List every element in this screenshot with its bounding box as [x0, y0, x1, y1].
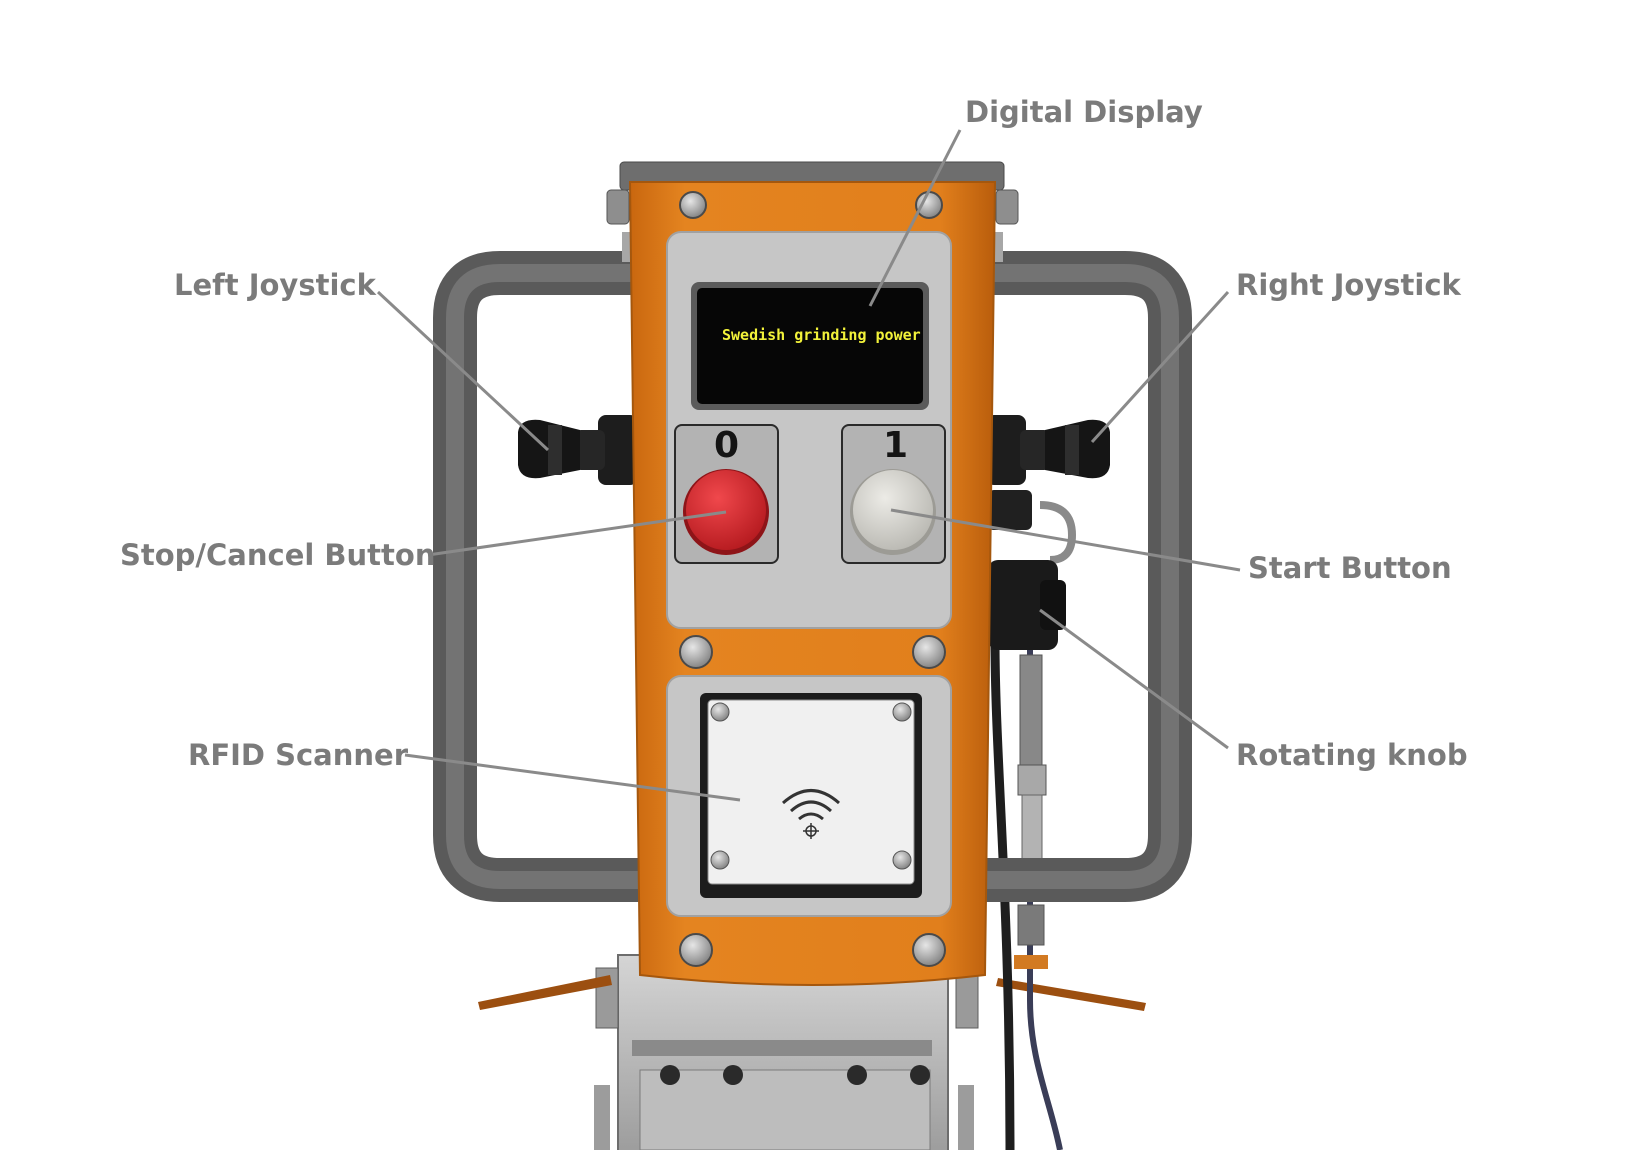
label-right-joystick: Right Joystick: [1236, 268, 1461, 302]
cables: [990, 639, 1063, 1150]
side-handles: [433, 251, 1192, 902]
mounting-flaps: [478, 975, 1146, 1011]
lower-frame: [594, 954, 979, 1150]
left-joystick: [518, 415, 638, 485]
rfid-scanner: [700, 693, 922, 898]
callout-leader-lines: [376, 129, 1241, 802]
panel-bolts: [679, 191, 946, 967]
start-button-number: 1: [883, 425, 909, 466]
display-message: Swedish grinding power: [722, 326, 921, 344]
label-stop-cancel-button: Stop/Cancel Button: [120, 538, 436, 572]
label-rotating-knob: Rotating knob: [1236, 738, 1468, 772]
label-left-joystick: Left Joystick: [174, 268, 376, 302]
label-start-button: Start Button: [1248, 551, 1452, 585]
label-rfid-scanner: RFID Scanner: [188, 738, 409, 772]
label-digital-display: Digital Display: [965, 95, 1203, 129]
digital-display: [691, 282, 929, 410]
rotating-knob: [988, 490, 1077, 650]
wifi-icon: [782, 789, 840, 839]
right-joystick: [986, 415, 1110, 485]
stop-button-number: 0: [714, 425, 740, 466]
